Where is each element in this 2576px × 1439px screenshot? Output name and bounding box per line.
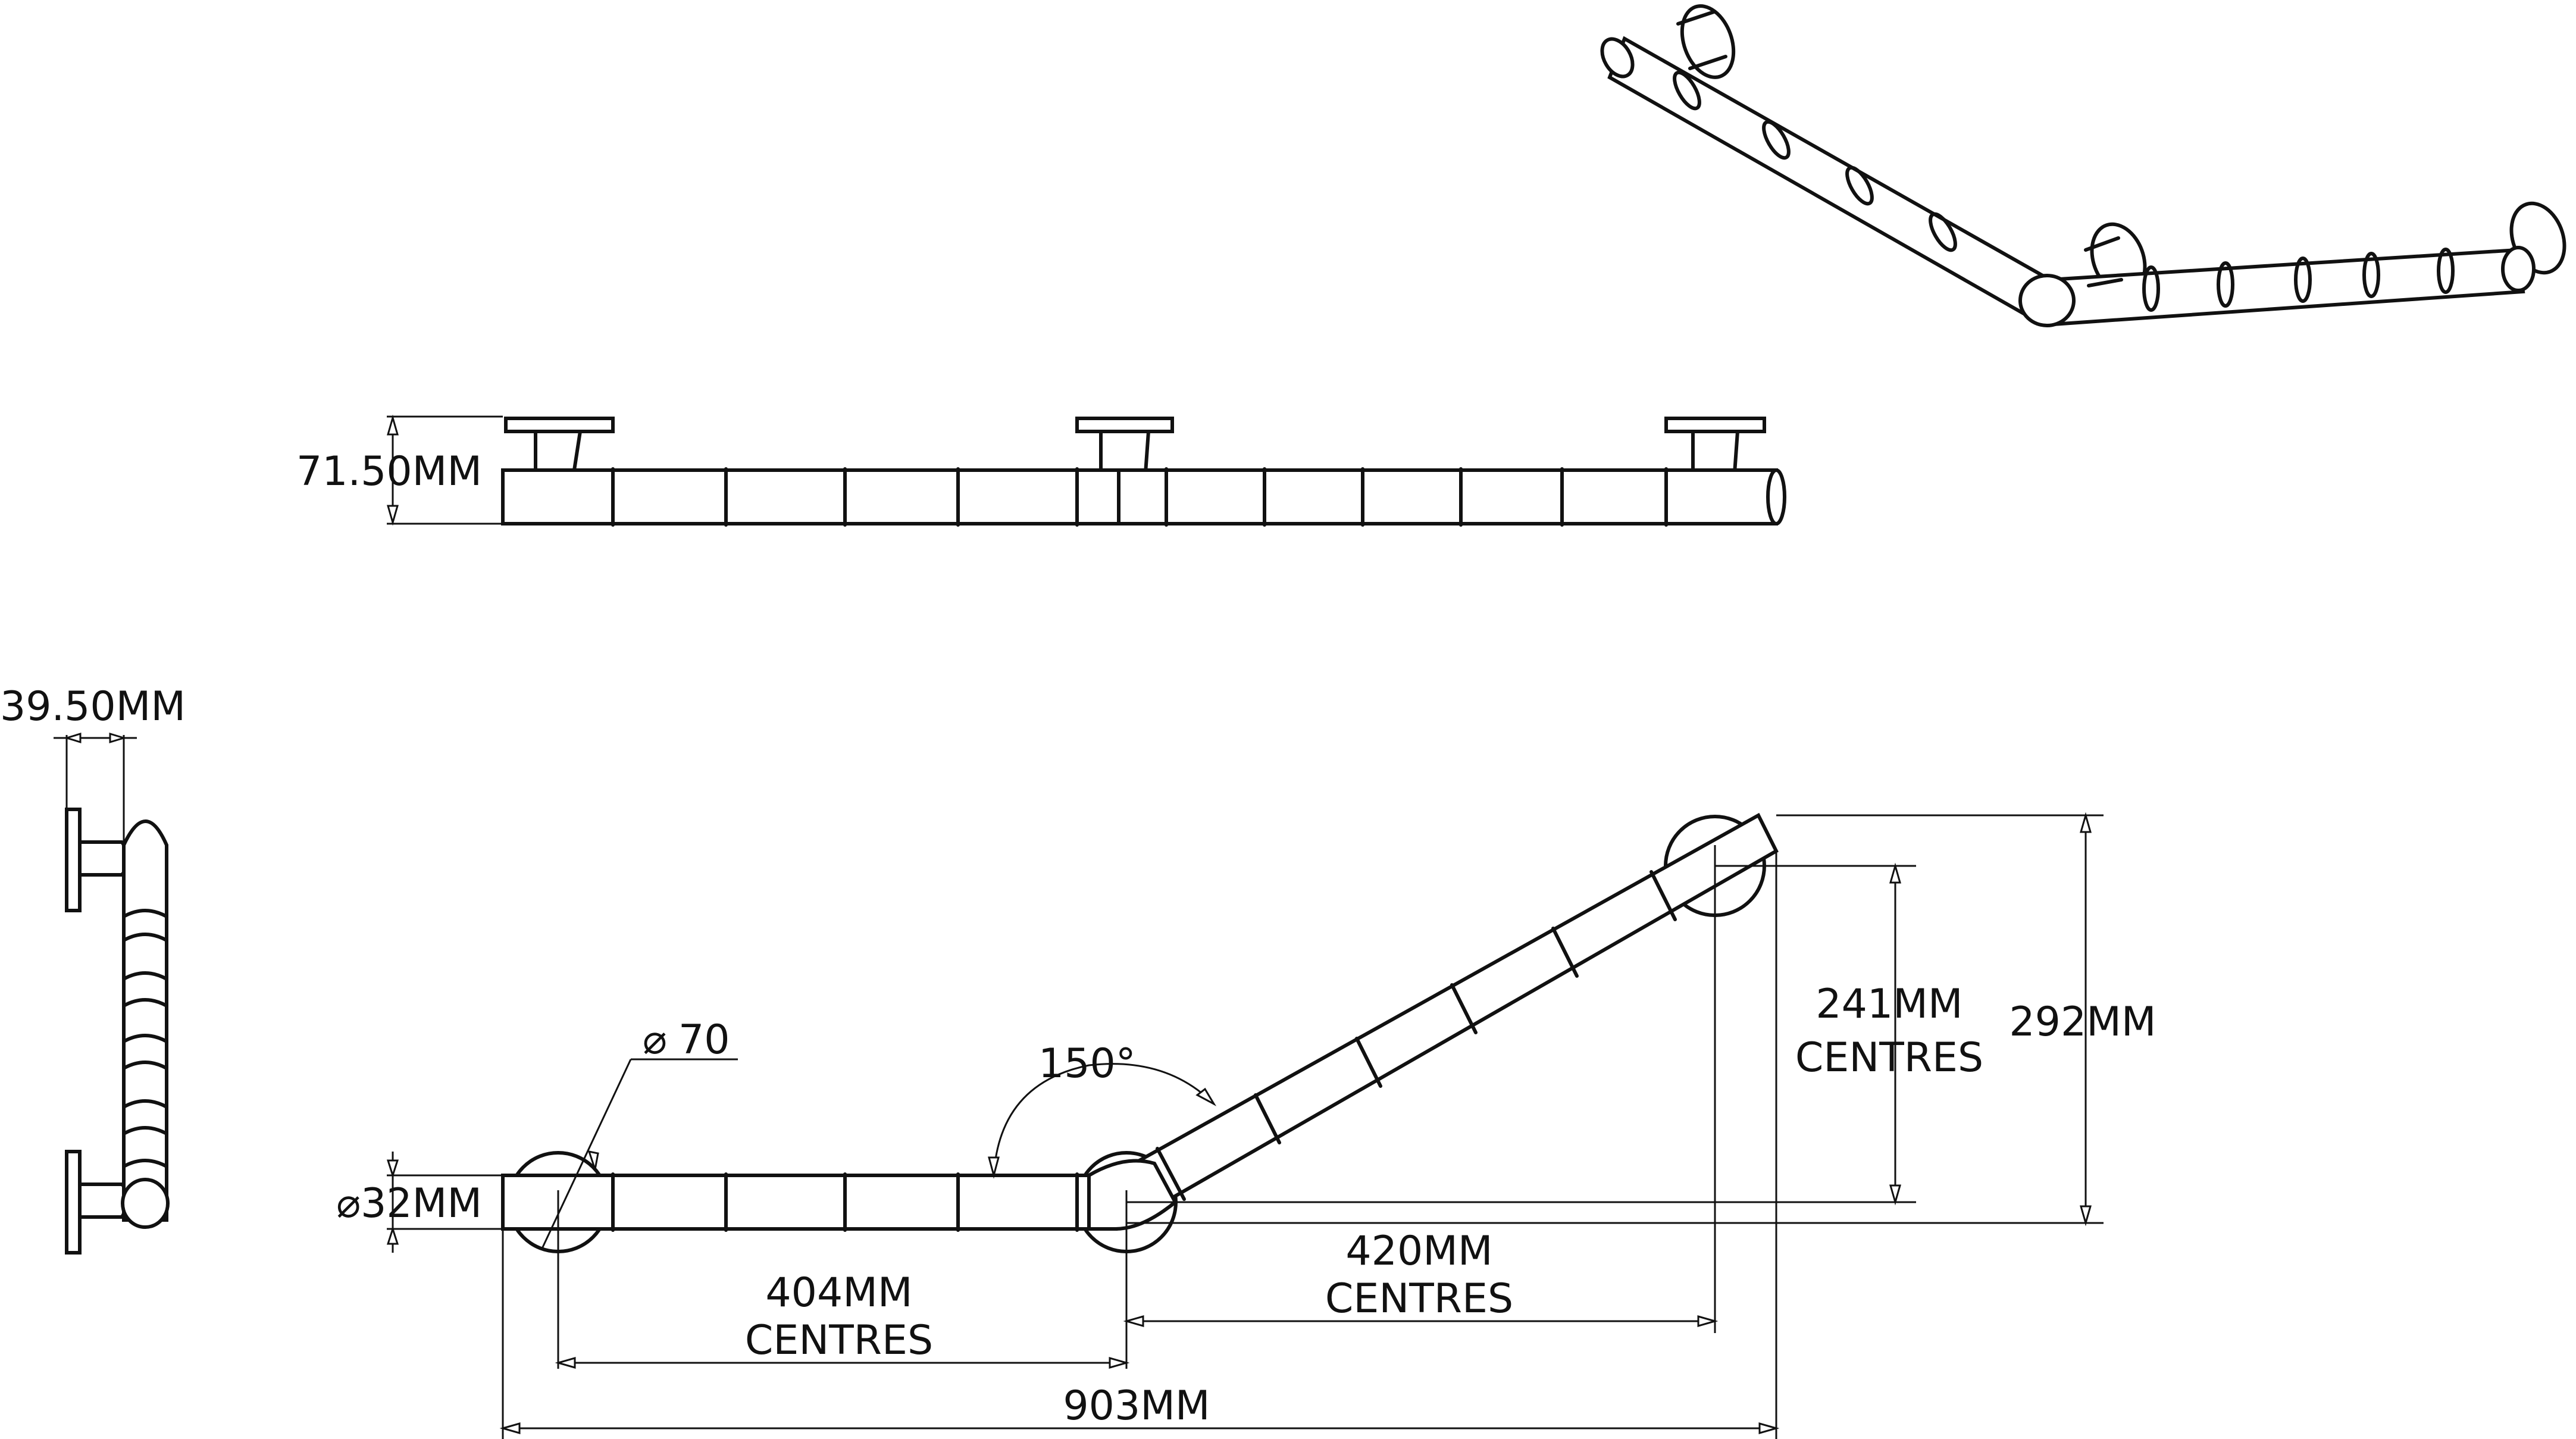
iso-standoff-left (1676, 10, 1727, 70)
front-bar (501, 468, 1778, 525)
front-wall-plate-middle (1075, 417, 1174, 433)
side-grip-rings (122, 909, 168, 1168)
dimension-tube-diameter: ⌀32MM (336, 1180, 482, 1227)
plan-bar-angled (1110, 812, 1779, 1223)
front-wall-plate-right (1664, 417, 1766, 433)
dimension-angle: 150° (1038, 1040, 1136, 1087)
dimension-vertical-centres-word: CENTRES (1795, 1034, 1983, 1081)
dimension-overall-length: 903MM (1063, 1382, 1210, 1429)
side-bar (122, 819, 168, 1222)
side-wall-plate-bottom (65, 1150, 82, 1255)
dimension-plate-offset: 39.50MM (0, 683, 186, 730)
dimension-left-centres-value: 404MM (765, 1269, 912, 1316)
dimension-left-centres-word: CENTRES (745, 1317, 933, 1364)
iso-bar-end-right (2501, 246, 2536, 292)
side-view: 39.50MM (0, 683, 186, 1255)
front-bar-end (1766, 468, 1786, 525)
dimension-standoff-height: 71.50MM (296, 448, 482, 495)
front-grip-rings (611, 467, 1668, 527)
dimension-plate-diameter-symbol: ⌀ (643, 1016, 667, 1063)
isometric-view (1600, 4, 2566, 327)
angle-arc (993, 1063, 1215, 1176)
dimension-right-centres-value: 420MM (1345, 1228, 1492, 1275)
dimension-overall-height: 292MM (2009, 999, 2156, 1046)
iso-bar-elbow (2018, 274, 2076, 327)
side-wall-plate-top (65, 808, 82, 912)
iso-standoff-middle (2084, 236, 2123, 287)
plan-grip-rings (611, 870, 1677, 1232)
iso-grip-rings (1673, 70, 2455, 312)
dimension-plate-diameter: 70 (678, 1016, 730, 1063)
front-elevation-view: 71.50MM (296, 414, 1786, 527)
iso-bar-end-left (1600, 37, 1635, 79)
dimension-vertical-centres-value: 241MM (1816, 981, 1962, 1028)
dimension-right-centres-word: CENTRES (1325, 1275, 1513, 1322)
side-standoff-top (78, 840, 130, 877)
plan-bar-straight (501, 1174, 1118, 1231)
front-wall-plate-left (504, 417, 615, 433)
side-bar-end (121, 1178, 170, 1229)
plan-view: ⌀ 70 ⌀32MM 150° 404MM CENTRES 420MM CENT… (336, 812, 2156, 1439)
side-standoff-bottom (78, 1183, 130, 1219)
